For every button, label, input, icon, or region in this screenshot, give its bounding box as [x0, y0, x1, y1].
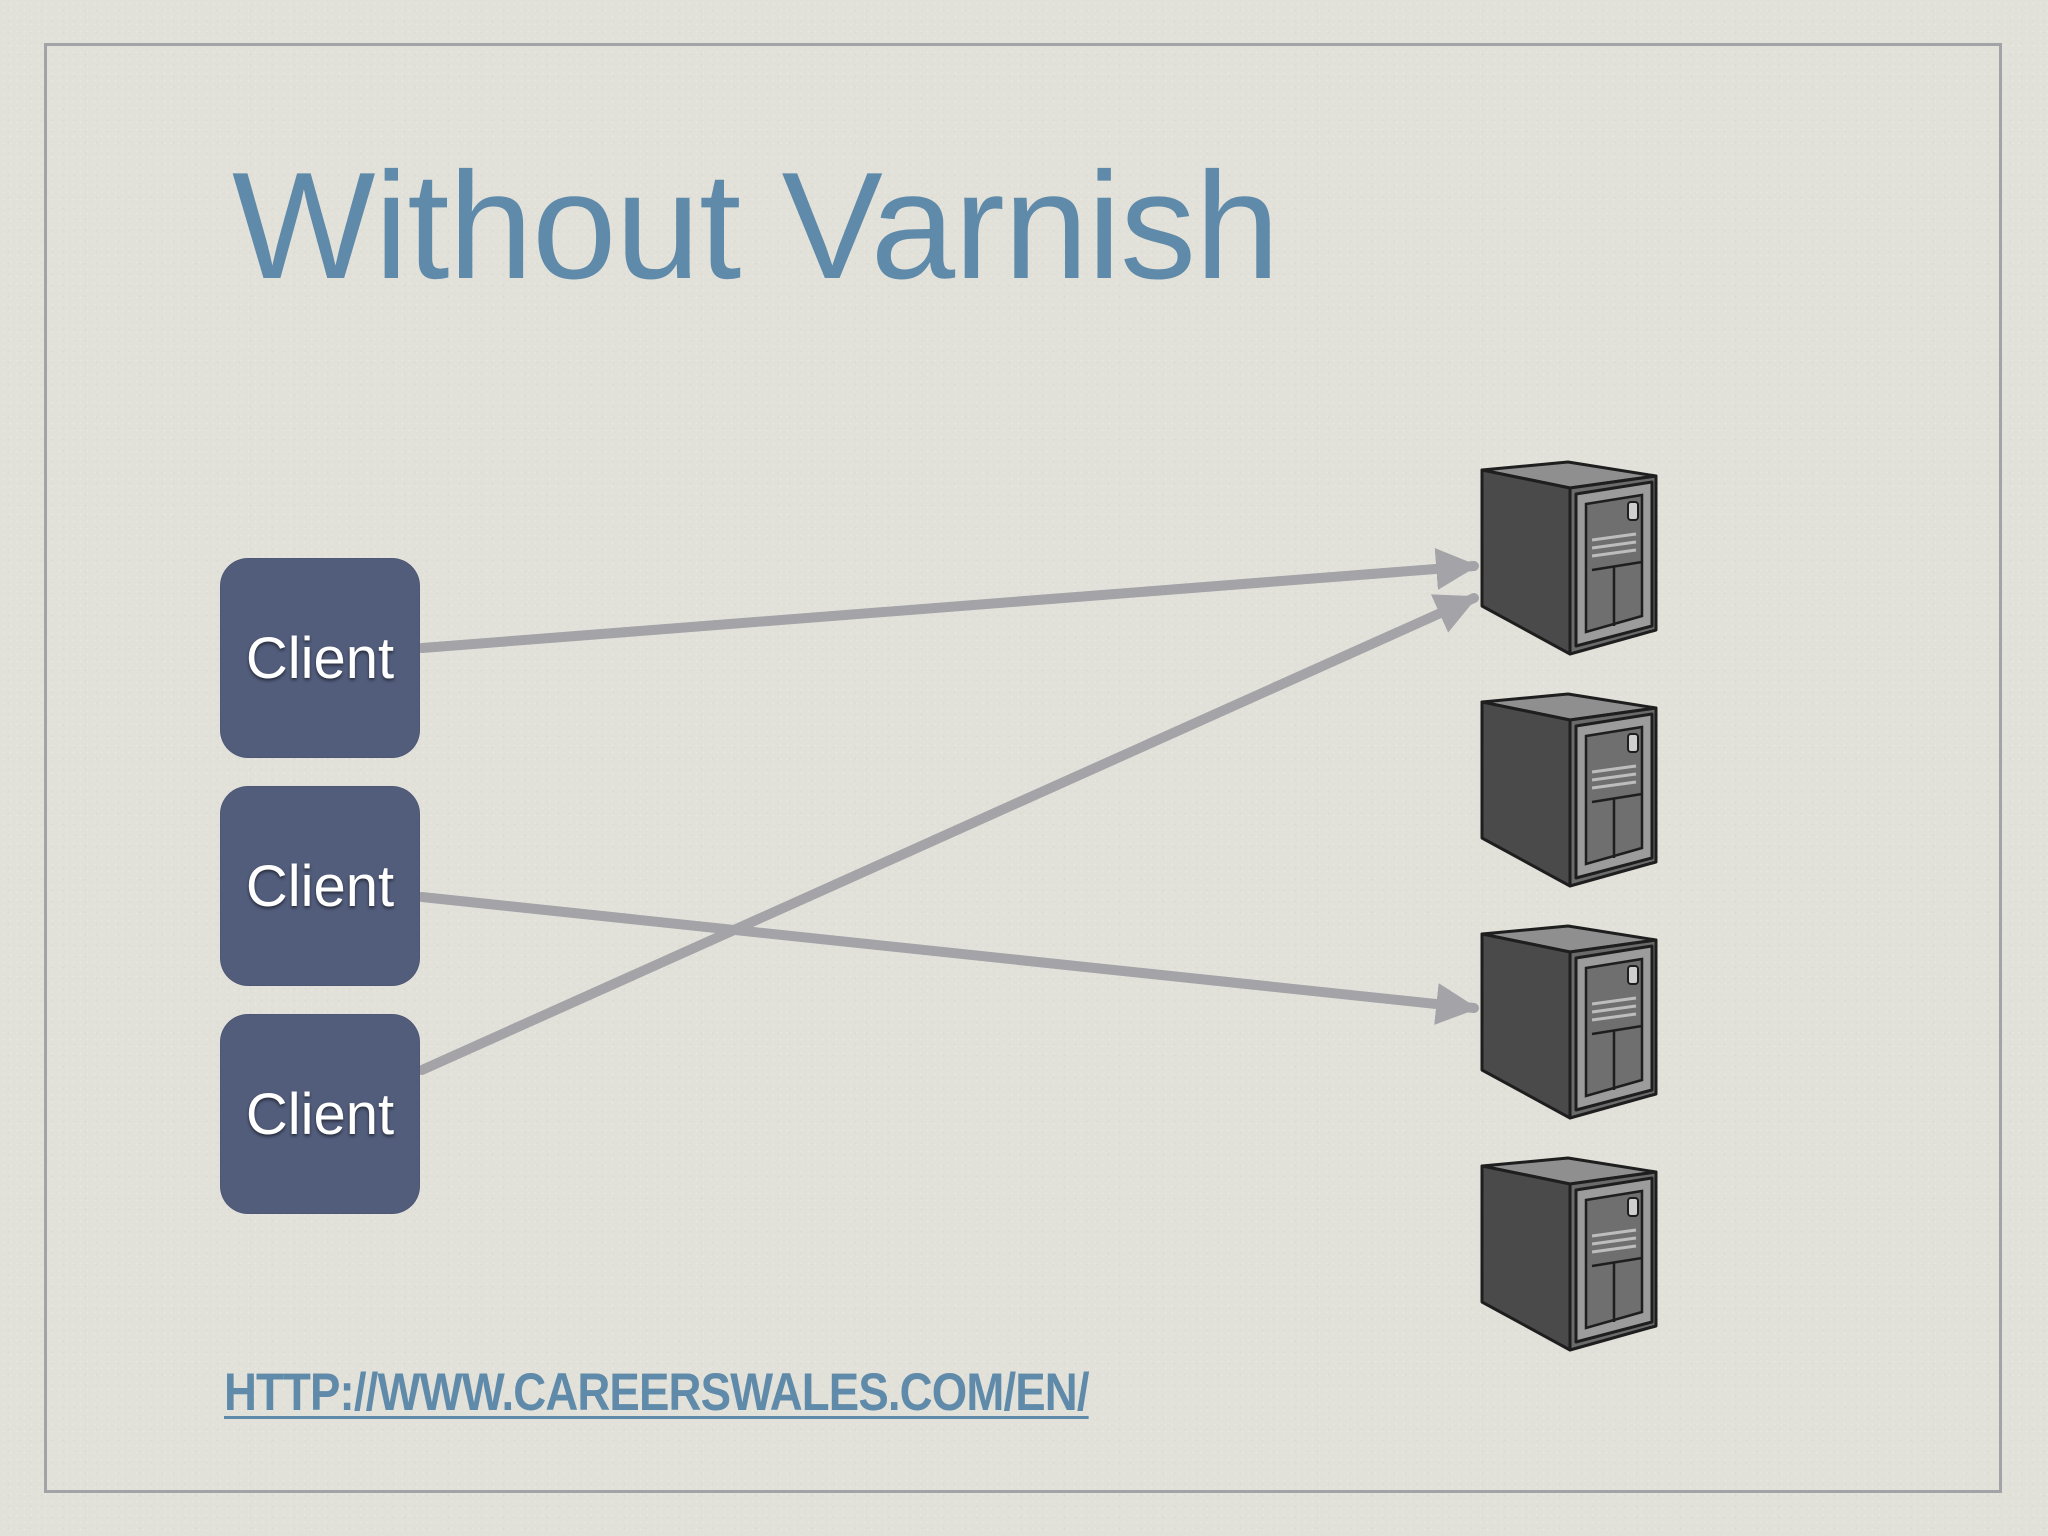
slide-title: Without Varnish [232, 141, 1280, 311]
careerswales-link[interactable]: HTTP://WWW.CAREERSWALES.COM/EN/ [224, 1363, 1090, 1422]
server-tower-icon [1480, 460, 1658, 656]
client-box-3: Client [220, 1014, 420, 1214]
arrow-client-2-to-server-3 [417, 892, 1479, 1025]
client-label: Client [245, 1081, 395, 1147]
server-tower-icon [1480, 924, 1658, 1120]
server-tower-icon [1480, 692, 1658, 888]
client-label: Client [245, 625, 395, 691]
server-tower-icon [1480, 1156, 1658, 1352]
arrow-client-1-to-server-1 [417, 548, 1479, 653]
slide-frame [44, 43, 2002, 1493]
client-label: Client [245, 853, 395, 919]
client-box-1: Client [220, 558, 420, 758]
client-box-2: Client [220, 786, 420, 986]
arrow-client-3-to-server-1 [417, 593, 1479, 1075]
